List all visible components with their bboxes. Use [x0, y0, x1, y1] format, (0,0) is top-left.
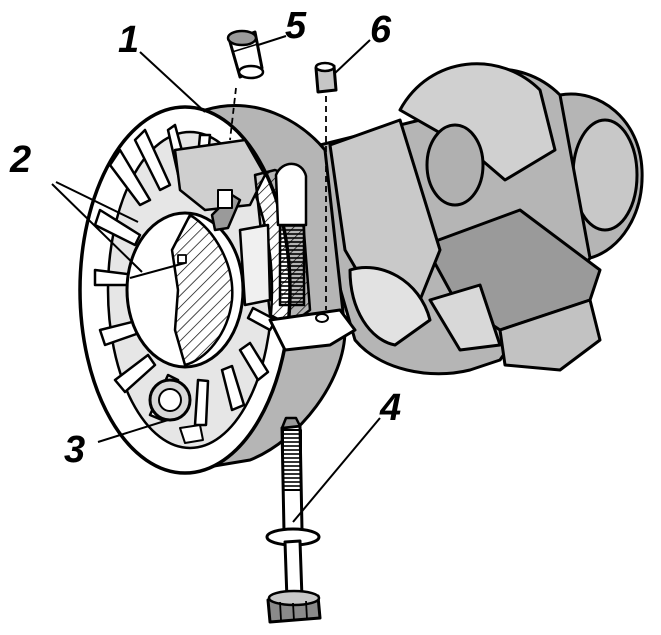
pump-housing [78, 87, 357, 475]
callout-3: 3 [64, 429, 85, 471]
callout-4: 4 [379, 387, 401, 429]
dowel-pin-part [314, 61, 338, 310]
bolt-part [265, 416, 322, 624]
valve-plug-part [226, 29, 265, 80]
leader-2a [55, 181, 139, 223]
leader-lines [51, 35, 381, 523]
leader-6 [333, 39, 371, 75]
leader-4 [292, 417, 381, 523]
callout-1: 1 [118, 19, 139, 61]
callout-6: 6 [370, 9, 392, 51]
callout-labels: 1 2 3 4 5 6 [9, 5, 401, 471]
crankshaft [298, 62, 644, 376]
leader-3 [97, 419, 169, 443]
leader-5 [257, 35, 287, 46]
callout-5: 5 [285, 5, 307, 47]
leader-2b [51, 183, 143, 273]
leader-1 [139, 51, 206, 113]
callout-2: 2 [9, 139, 31, 181]
